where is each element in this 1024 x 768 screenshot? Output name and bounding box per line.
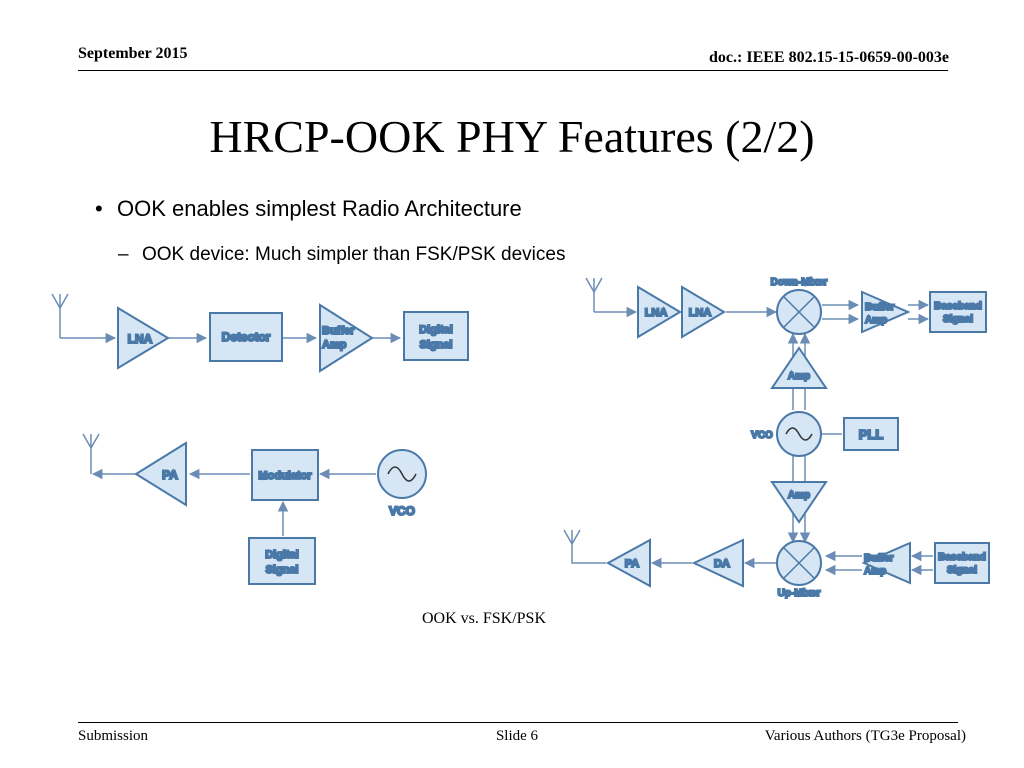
fsk-amp-top-block: [770, 346, 828, 389]
footer-divider: [78, 722, 958, 723]
ook-rx-antenna-icon: [51, 293, 69, 338]
fsk-da-label: DA: [714, 558, 730, 570]
fsk-rx-buffer-label: Buffer: [865, 302, 895, 313]
fsk-vco-label: VCO: [751, 430, 773, 441]
header-doc-id: doc.: IEEE 802.15-15-0659-00-003e: [709, 49, 949, 66]
fsk-amp-bottom-label: Amp: [788, 490, 810, 501]
ook-rx-buffer-amp-block: [319, 303, 374, 373]
ook-rx-buffer-label: Buffer: [322, 325, 355, 337]
fsk-amp-bottom-block: [770, 481, 828, 524]
ook-rx-signal-label: Signal: [419, 339, 452, 351]
fsk-tx-baseband-block: [934, 542, 990, 584]
fsk-vco-sine-icon: [785, 427, 813, 441]
fsk-tx-signal-label: Signal: [947, 565, 977, 576]
fsk-amp-top-label: Amp: [788, 371, 810, 382]
header-date: September 2015: [78, 45, 188, 62]
fsk-rx-antenna-icon: [585, 277, 603, 312]
ook-tx-pa-block: [134, 441, 187, 507]
fsk-tx-baseband-label: Baseband: [938, 552, 986, 563]
ook-tx-pa-label: PA: [162, 468, 178, 482]
bullet-1: • OOK enables simplest Radio Architecture: [95, 196, 522, 222]
fsk-lna1-block: [637, 285, 682, 339]
footer-authors: Various Authors (TG3e Proposal): [764, 728, 966, 744]
ook-rx-detector-block: [209, 312, 283, 362]
ook-tx-sine-icon: [387, 466, 417, 482]
fsk-down-mixer-label: Down-Mixer: [771, 277, 828, 288]
sub-bullet-marker: –: [118, 244, 129, 265]
fsk-tx-buffer-label: Buffer: [864, 553, 894, 564]
fsk-tx-buffer-amp-block: [861, 541, 911, 585]
fsk-rx-baseband-block: [929, 291, 987, 333]
fsk-tx-antenna-icon: [563, 529, 581, 548]
fsk-down-mixer-cross-icon: [783, 296, 815, 328]
header-divider: [78, 70, 948, 71]
ook-tx-digital-label: Digital: [265, 549, 299, 561]
footer-slide-number: Slide 6: [495, 728, 539, 744]
bullet-marker: •: [95, 196, 103, 221]
ook-tx-digital-signal-block: [248, 537, 316, 585]
fsk-tx-amp-label: Amp: [864, 566, 886, 577]
bullet-2: –OOK device: Much simpler than FSK/PSK d…: [118, 244, 565, 266]
ook-tx-signal-label: Signal: [265, 564, 298, 576]
ook-tx-vco-label: VCO: [389, 504, 415, 518]
fsk-lna2-block: [681, 285, 726, 339]
ook-rx-detector-label: Detector: [222, 330, 271, 344]
fsk-lna1-label: LNA: [645, 307, 668, 319]
figure-caption: OOK vs. FSK/PSK: [421, 610, 547, 627]
ook-rx-digital-signal-block: [403, 311, 469, 361]
fsk-pll-block: [843, 417, 899, 451]
ook-rx-amp-label: Amp: [322, 339, 347, 351]
ook-rx-lna-block: [117, 306, 170, 370]
fsk-rx-signal-label: Signal: [943, 314, 973, 325]
ook-rx-digital-label: Digital: [419, 324, 453, 336]
fsk-rx-baseband-label: Baseband: [934, 301, 982, 312]
fsk-rx-amp-label: Amp: [865, 315, 887, 326]
ook-tx-antenna-icon: [82, 433, 100, 474]
fsk-rx-buffer-amp-block: [861, 290, 911, 334]
fsk-up-mixer-cross-icon: [783, 547, 815, 579]
fsk-pa-block: [605, 538, 651, 588]
bullet-1-text: OOK enables simplest Radio Architecture: [117, 196, 522, 221]
fsk-pll-label: PLL: [859, 427, 884, 442]
ook-rx-lna-label: LNA: [128, 332, 153, 346]
ook-tx-modulator-label: Modulator: [258, 470, 312, 482]
fsk-pa-label: PA: [625, 558, 640, 570]
bullet-2-text: OOK device: Much simpler than FSK/PSK de…: [142, 244, 566, 265]
fsk-da-block: [691, 538, 744, 588]
fsk-up-mixer-label: Up-Mixer: [778, 588, 821, 599]
ook-tx-modulator-block: [251, 449, 319, 501]
footer-submission: Submission: [78, 728, 149, 744]
fsk-lna2-label: LNA: [689, 307, 712, 319]
slide-title: HRCP-OOK PHY Features (2/2): [209, 111, 815, 162]
fsk-wire: [571, 548, 606, 564]
